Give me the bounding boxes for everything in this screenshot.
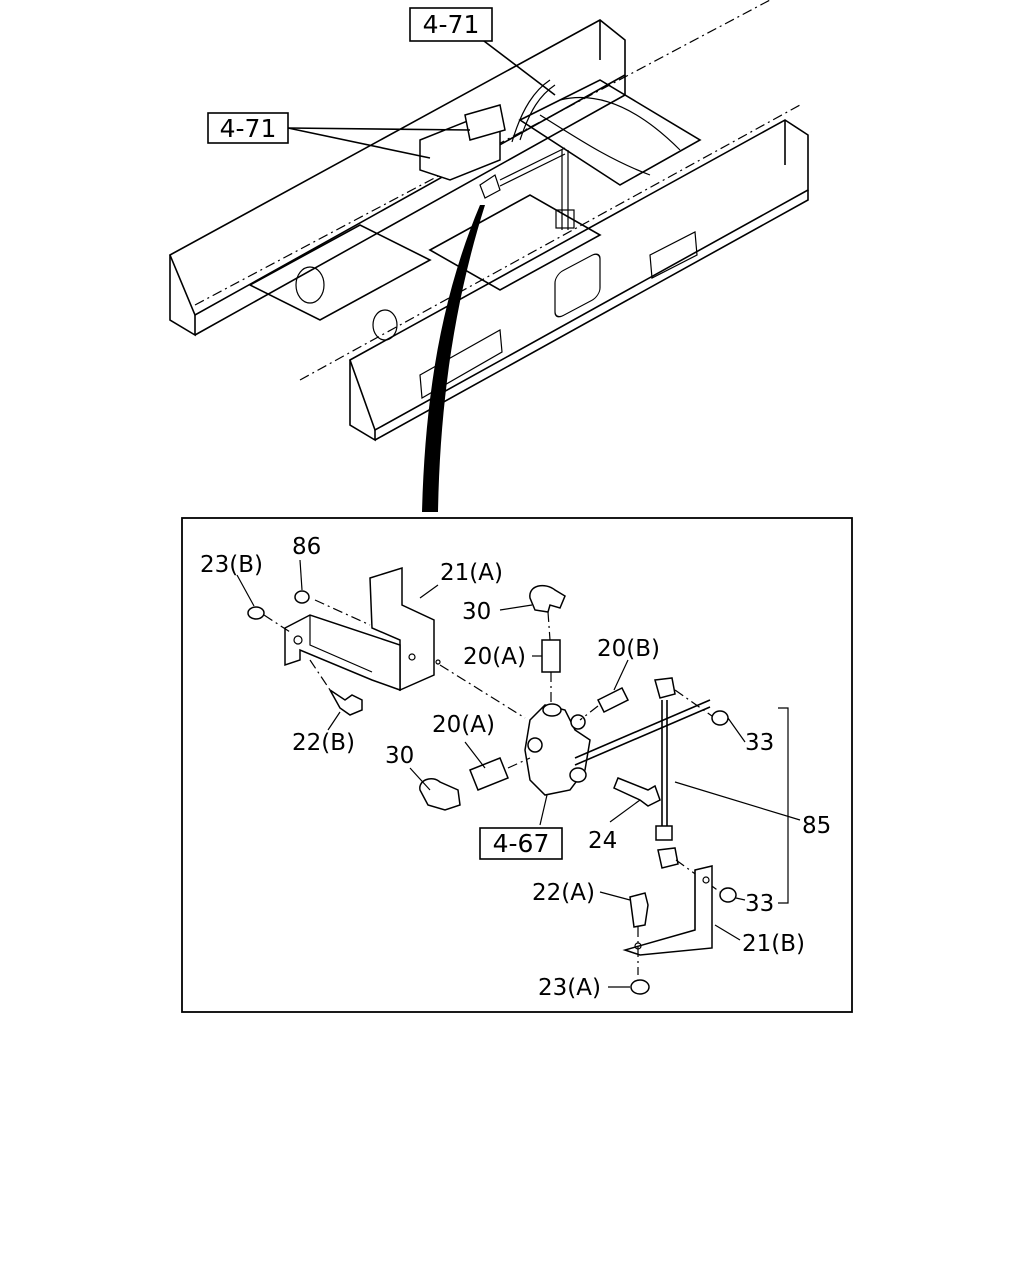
label-33-bottom: 33: [745, 891, 774, 917]
ref-box-left[interactable]: 4-71: [207, 112, 289, 144]
label-86: 86: [292, 534, 321, 560]
label-23b: 23(B): [200, 552, 263, 578]
label-22b: 22(B): [292, 730, 355, 756]
label-22a: 22(A): [532, 880, 595, 906]
detail-frame: [181, 517, 853, 1013]
detail-leaders: [236, 559, 801, 988]
label-23a: 23(A): [538, 975, 601, 1001]
ref-box-top[interactable]: 4-71: [409, 7, 493, 42]
leader-ref-left-a: [287, 127, 431, 159]
detail-illustration: [247, 566, 737, 995]
detail-connector: [422, 205, 485, 512]
label-24: 24: [588, 828, 617, 854]
chassis-frame-illustration: [168, 0, 809, 442]
label-85: 85: [802, 813, 831, 839]
leader-ref-left-b: [287, 127, 471, 131]
leader-ref-top: [479, 37, 556, 96]
label-33-top: 33: [745, 730, 774, 756]
ref-box-valve[interactable]: 4-67: [479, 827, 563, 860]
label-21a: 21(A): [440, 560, 503, 586]
ref-valve-text: 4-67: [493, 829, 550, 858]
label-30-left: 30: [385, 743, 414, 769]
label-20a-top: 20(A): [463, 644, 526, 670]
ref-left-text: 4-71: [220, 114, 277, 143]
label-20a-left: 20(A): [432, 712, 495, 738]
label-21b: 21(B): [742, 931, 805, 957]
label-30-top: 30: [462, 599, 491, 625]
ref-top-text: 4-71: [423, 10, 480, 39]
label-20b: 20(B): [597, 636, 660, 662]
